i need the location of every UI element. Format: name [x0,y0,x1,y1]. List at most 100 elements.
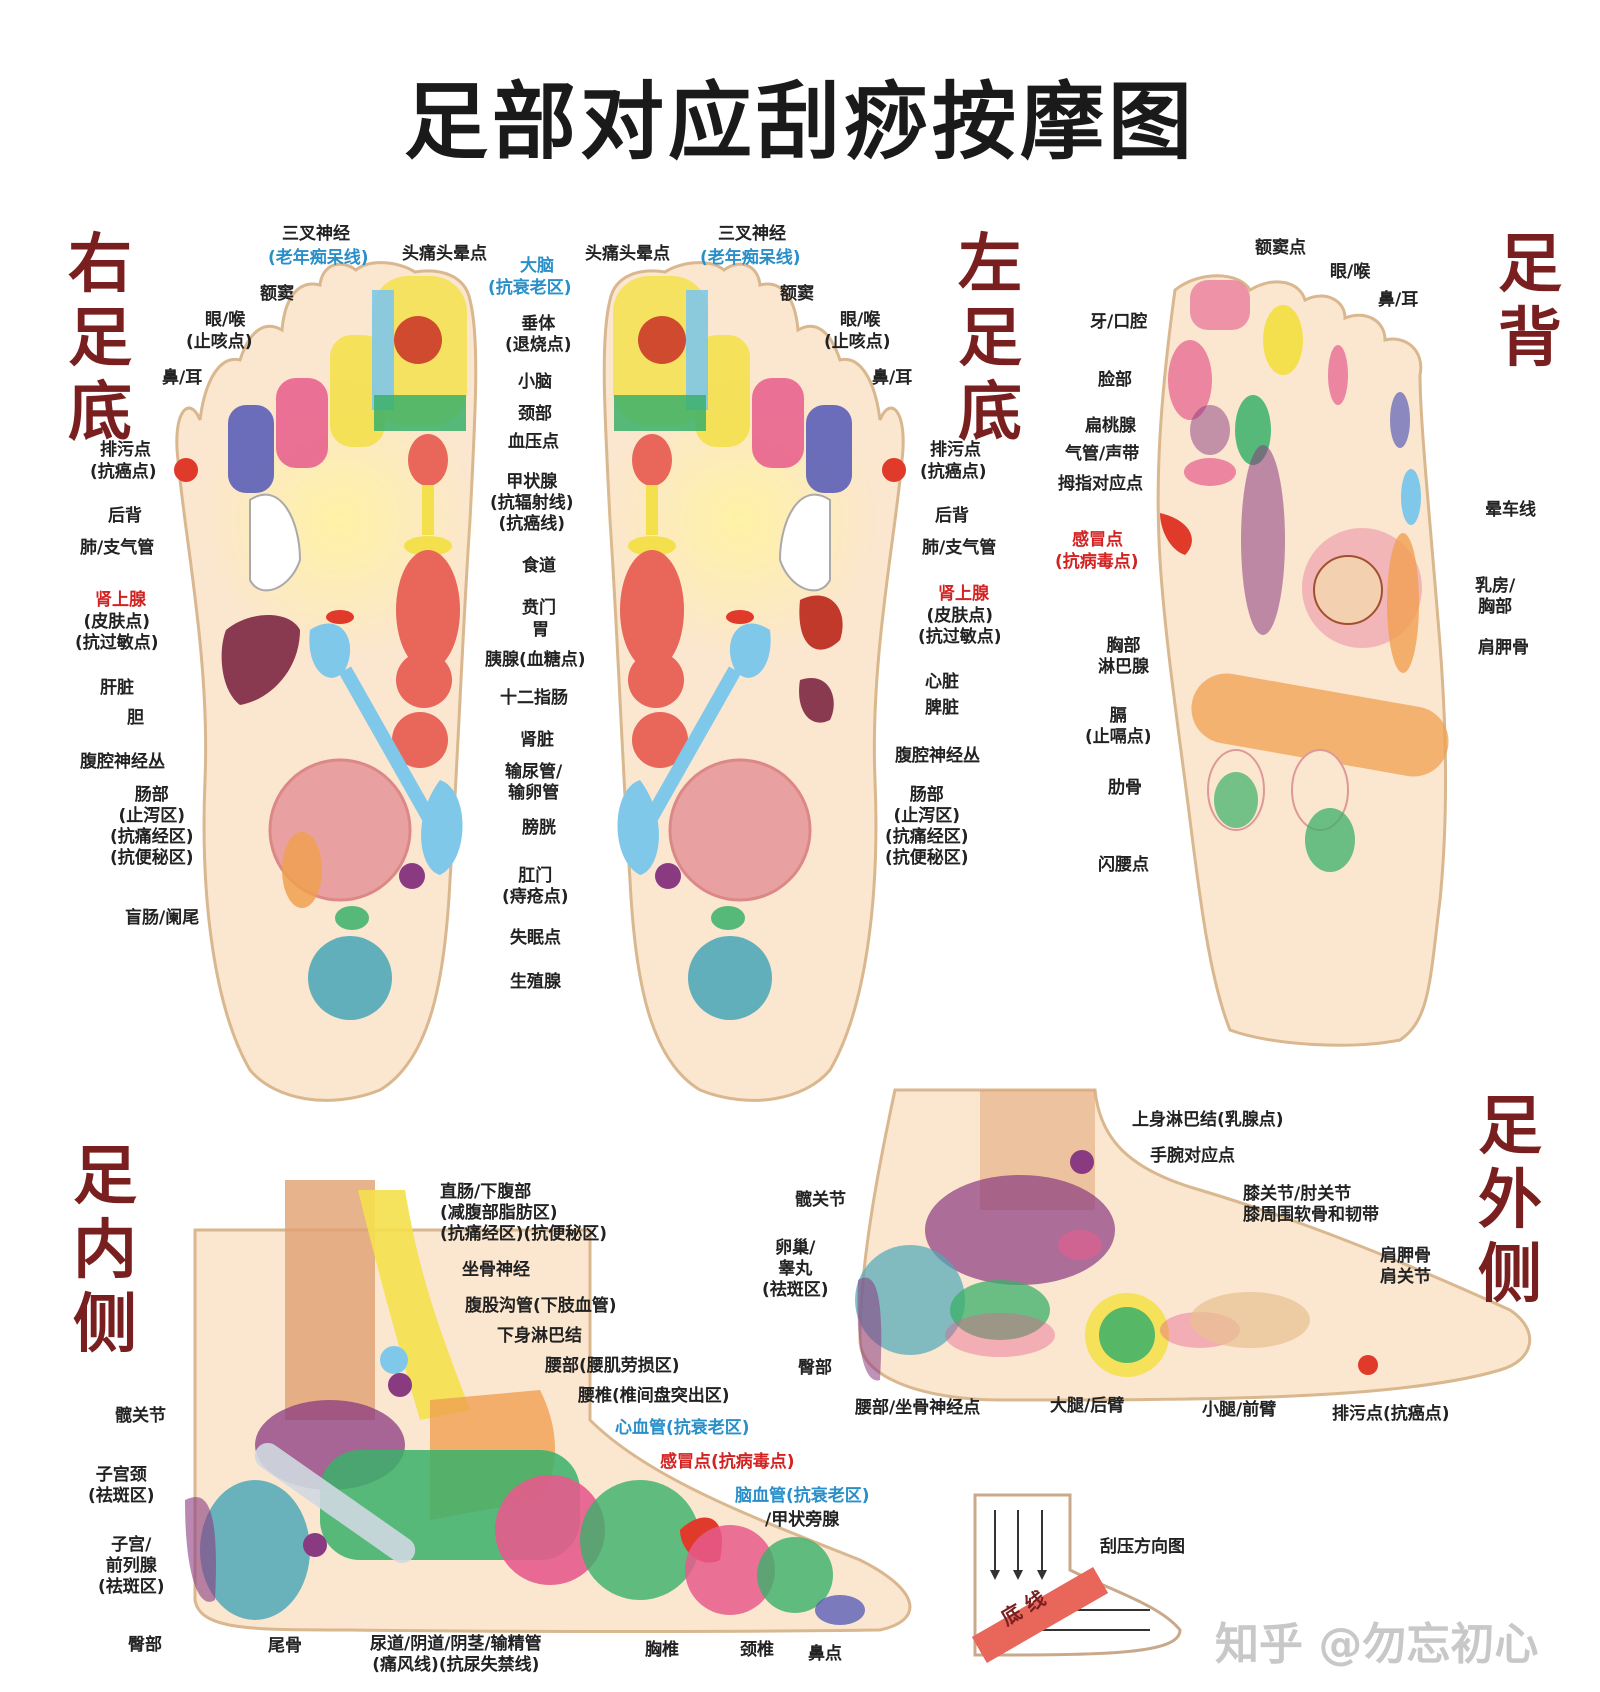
hip-outer [925,1175,1115,1285]
label-outer-drain: 排污点(抗癌点) [1332,1404,1450,1424]
label-intestine-l: 肠部 (止泻区) (抗痛经区) (抗便秘区) [885,785,969,868]
label-headache-r: 头痛头晕点 [402,244,487,264]
panel-title-left-sole: 左 足 底 [958,227,1022,450]
label-cardia: 贲门 [522,598,556,618]
label-outer-buttock: 臀部 [798,1358,832,1378]
label-ureter: 输尿管/ 输卵管 [505,762,563,803]
frontal-sinus-r [330,335,385,447]
headache-r [372,290,394,410]
panel-title-inner: 足 内 侧 [73,1139,137,1362]
label-instep-rib: 肋骨 [1108,778,1142,798]
label-outer-knee: 膝关节/肘关节 膝周围软骨和韧带 [1243,1184,1379,1225]
label-pituitary: 垂体 (退烧点) [505,314,572,355]
label-insomnia: 失眠点 [510,928,561,948]
headache-l [686,290,708,410]
label-inner-nose: 鼻点 [808,1644,842,1664]
instep-foot [1156,274,1449,1047]
nose-inner [815,1595,865,1625]
label-trigeminal-sub-l: (老年痴呆线) [700,248,801,268]
label-adrenal-r: 肾上腺 [95,590,146,610]
label-instep-nose: 鼻/耳 [1378,290,1419,310]
stomach-l [620,550,684,670]
label-celiac-r: 腹腔神经丛 [80,752,165,772]
label-anus: 肛门 (痔疮点) [502,866,569,907]
label-drain-r: 排污点 [100,440,151,460]
label-drain-sub-l: (抗癌点) [920,462,987,482]
label-intestine-r: 肠部 (止泻区) (抗痛经区) (抗便秘区) [110,785,194,868]
label-instep-thumb: 拇指对应点 [1058,474,1143,494]
label-inner-uterus: 子宫/ 前列腺 (祛斑区) [98,1535,165,1597]
esophagus-l [628,536,676,556]
label-brain: 大脑 [520,256,554,276]
label-brain-sub: (抗衰老区) [488,278,572,298]
thyroid-r [422,485,434,535]
duodenum-r [392,712,448,768]
nose-ear-l [806,405,852,493]
label-instep-motion: 晕车线 [1485,500,1536,520]
label-drain-l: 排污点 [930,440,981,460]
label-inner-parathyroid: /甲状旁腺 [765,1510,840,1530]
label-instep-diaphragm: 膈 (止嗝点) [1085,706,1152,747]
bladder-r [421,780,463,875]
pituitary-l [638,316,686,364]
label-drain-sub-r: (抗癌点) [90,462,157,482]
kidney-r [309,623,351,678]
label-outer-hip: 髋关节 [795,1190,846,1210]
thyroid-l [646,485,658,535]
label-frontal-sinus-r: 额窦 [260,284,294,304]
label-inner-groin: 腹股沟管(下肢血管) [465,1296,617,1316]
liver-r [221,615,300,705]
label-inner-thoracic: 胸椎 [645,1640,679,1660]
label-instep-tonsil: 扁桃腺 [1085,416,1136,436]
kidney-l [729,623,771,678]
page-title: 足部对应刮痧按摩图 [403,73,1196,171]
thigh-green [950,1280,1050,1340]
eye-throat-r [276,378,328,468]
label-instep-eye: 眼/喉 [1330,262,1371,282]
label-thyroid: 甲状腺 (抗辐射线) (抗癌线) [490,472,574,534]
adrenal-l [726,610,754,624]
stomach-r [396,550,460,670]
label-gallbladder-r: 胆 [127,708,144,728]
label-outer-shoulder: 肩胛骨 肩关节 [1380,1246,1431,1287]
nose-ear-toe [1328,345,1348,405]
label-instep-sinus: 额窦点 [1255,238,1306,258]
eye-throat-toe [1263,305,1303,375]
ovary-outer [855,1245,965,1355]
label-nose-ear-l: 鼻/耳 [872,368,913,388]
pituitary-r [394,316,442,364]
label-cerebellum: 小脑 [518,372,552,392]
label-inner-heart-vessel: 心血管(抗衰老区) [615,1418,750,1438]
chest-lymph-zone [1241,445,1285,635]
label-inner-cervical: 颈椎 [740,1640,774,1660]
label-stomach: 胃 [532,620,549,640]
label-lung-r: 肺/支气管 [80,538,155,558]
label-duodenum: 十二指肠 [500,688,568,708]
bladder-l [617,780,659,875]
pancreas-l [628,652,684,708]
label-outer-ovary: 卵巢/ 睾丸 (祛斑区) [762,1238,829,1300]
right-sole [174,261,480,1102]
inner-foot [185,1180,912,1633]
label-inner-lower-lymph: 下身淋巴结 [497,1326,582,1346]
label-inner-lumbar: 腰椎(椎间盘突出区) [578,1386,730,1406]
label-outer-upper-lymph: 上身淋巴结(乳腺点) [1132,1110,1284,1130]
label-liver-r: 肝脏 [100,678,134,698]
label-back-l: 后背 [935,506,969,526]
lung-r [249,493,302,592]
label-gonad: 生殖腺 [510,972,561,992]
label-adrenal-sub-l: (皮肤点) (抗过敏点) [918,606,1002,647]
label-blood-pressure: 血压点 [508,432,559,452]
blood-pressure-l [632,434,672,486]
urethra-bar [254,1442,416,1564]
appendix-r [282,832,322,908]
brain-vessel [685,1525,775,1615]
esophagus-r [404,536,452,556]
label-heart-l: 心脏 [925,672,959,692]
label-instep-trachea: 气管/声带 [1065,444,1140,464]
diaphragm-band [1191,673,1449,777]
sinus-toe [1190,280,1250,330]
gonad-l [688,936,772,1020]
outer-foot [855,1088,1532,1402]
watermark: 知乎 @勿忘初心 [1215,1619,1539,1670]
